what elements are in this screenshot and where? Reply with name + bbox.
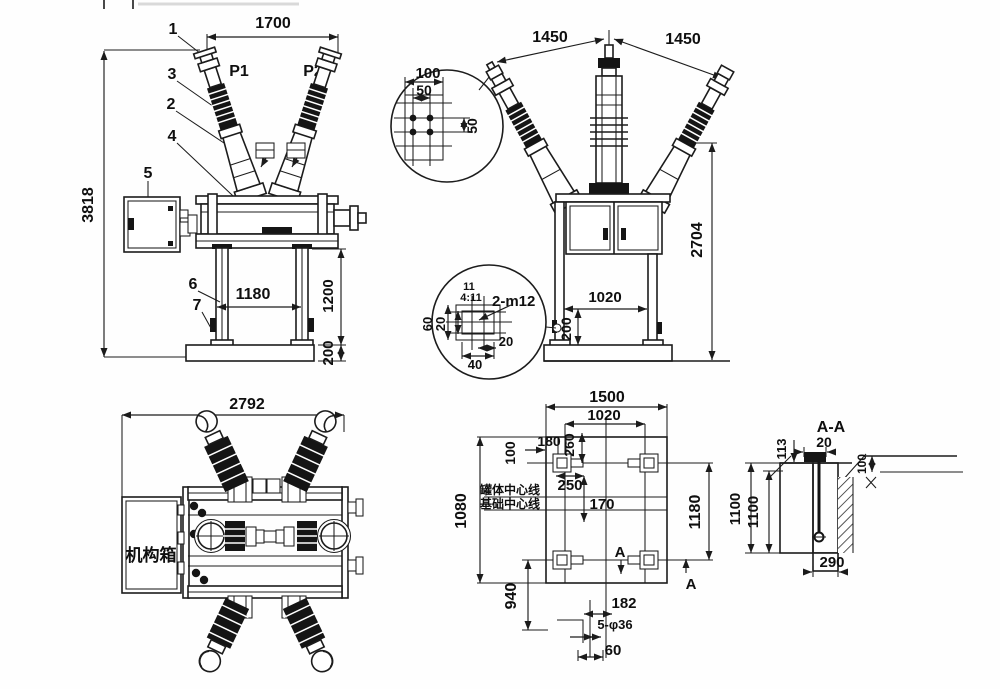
dim-1100-outer: 1100 (727, 493, 744, 526)
dim-113: 113 (774, 439, 789, 460)
anchor-plate-bottom-right (627, 550, 659, 570)
anchor-note-5-phi36: 5-φ36 (597, 617, 632, 632)
anchor-bolt-plate (804, 452, 826, 462)
top-view: 2792 机构箱 (121, 396, 364, 673)
tank-centerline-label: 罐体中心线 (479, 482, 540, 497)
dim-pad-100: 100 (415, 65, 440, 82)
callout-1: 1 (169, 21, 178, 38)
mechanism-box: 机构箱 (121, 496, 182, 594)
dim-20-section: 20 (816, 434, 832, 450)
gas-valve-left (255, 142, 275, 168)
top-view-pole-mechanisms (193, 518, 352, 554)
dim-1100-inner: 1100 (745, 496, 762, 529)
dim-40-detail: 40 (468, 357, 482, 372)
front-view: 1450 1450 (485, 29, 735, 362)
dim-60-detail: 60 (420, 317, 435, 331)
front-tank-cabinet (543, 193, 730, 362)
callout-7: 7 (193, 297, 202, 314)
dim-1500: 1500 (589, 389, 625, 406)
dim-940: 940 (503, 583, 520, 610)
dim-250: 250 (557, 477, 582, 494)
concrete-fill (779, 462, 814, 554)
detail-circle-terminal (390, 69, 504, 183)
front-bushing-right (637, 64, 735, 215)
mechanism-box-label: 机构箱 (126, 545, 177, 565)
anchor-plate-top-right (627, 453, 659, 473)
dim-pad-50h: 50 (416, 82, 432, 98)
dim-pad-50v: 50 (464, 118, 480, 134)
section-title: A-A (817, 419, 846, 436)
gas-valve-right (286, 142, 306, 168)
callout-6: 6 (189, 276, 198, 293)
dim-200-front: 200 (558, 317, 574, 341)
callout-3: 3 (168, 66, 177, 83)
dim-1020-front: 1020 (588, 289, 621, 306)
soil-hatch (838, 477, 853, 553)
dim-170: 170 (589, 496, 614, 513)
dim-20h-detail: 20 (499, 334, 513, 349)
anchor-plate-bottom-left (552, 550, 584, 570)
note-11: 11 (463, 281, 475, 293)
pier-footing (812, 552, 839, 572)
foundation-plan: 1500 1020 罐体中心线 基础中心线 100 180 260 250 17… (453, 389, 713, 661)
detail-circle-anchor (431, 264, 547, 380)
dim-1020-plan: 1020 (587, 407, 620, 424)
anchor-plate-top-left (552, 453, 584, 473)
side-bushing-p1 (192, 46, 268, 204)
side-mechanism-cabinet (123, 196, 198, 253)
anchor-bolt-detail: 11 4:11 2-m12 60 20 20 40 (420, 264, 557, 380)
dim-2704: 2704 (689, 222, 706, 258)
top-bushing-upper-right (283, 410, 337, 493)
dim-1080: 1080 (453, 493, 470, 529)
top-bushing-lower-right (282, 597, 334, 673)
top-bushing-upper-left (195, 410, 249, 493)
pole-label-p1: P1 (229, 63, 249, 80)
dim-1200: 1200 (320, 279, 337, 312)
section-marker-a1: A (615, 544, 626, 561)
side-support-legs (185, 244, 315, 362)
cropped-border-artifact (103, 0, 299, 9)
callout-2: 2 (167, 96, 176, 113)
dim-180: 180 (537, 433, 561, 449)
side-view: 1700 3818 1 3 2 4 5 P1 P2 (80, 15, 367, 366)
dim-290: 290 (819, 554, 844, 571)
note-4-11: 4:11 (460, 292, 481, 304)
section-marker-a2: A (686, 576, 697, 593)
dim-182: 182 (611, 595, 636, 612)
side-tank-assembly (195, 193, 367, 249)
section-a-a: A-A 100 113 20 1100 1100 290 (727, 419, 963, 577)
callout-5: 5 (144, 165, 153, 182)
dim-100-section: 100 (855, 454, 869, 474)
front-bushing-center (589, 44, 629, 194)
label-2-m12: 2-m12 (492, 293, 535, 310)
dim-100-plan: 100 (502, 441, 518, 465)
foundation-centerline-label: 基础中心线 (479, 496, 540, 511)
terminal-pad-detail: 100 50 50 (390, 65, 504, 183)
dim-1180-plan: 1180 (687, 495, 704, 530)
front-bushing-left (485, 60, 583, 215)
dim-260: 260 (561, 433, 577, 457)
dim-20v-detail: 20 (433, 317, 448, 331)
dim-200-side: 200 (320, 340, 337, 365)
dim-2792: 2792 (229, 396, 265, 413)
anchor-bolt-projection: 182 5-φ36 60 (557, 595, 637, 661)
dim-1180: 1180 (236, 286, 271, 303)
dim-1450-right: 1450 (665, 31, 701, 48)
dim-60-plan: 60 (605, 642, 622, 659)
dim-3818: 3818 (80, 187, 97, 223)
dim-1700: 1700 (255, 15, 291, 32)
dim-1450-left: 1450 (532, 29, 568, 46)
callout-4: 4 (168, 128, 177, 145)
top-bushing-lower-left (198, 597, 250, 673)
